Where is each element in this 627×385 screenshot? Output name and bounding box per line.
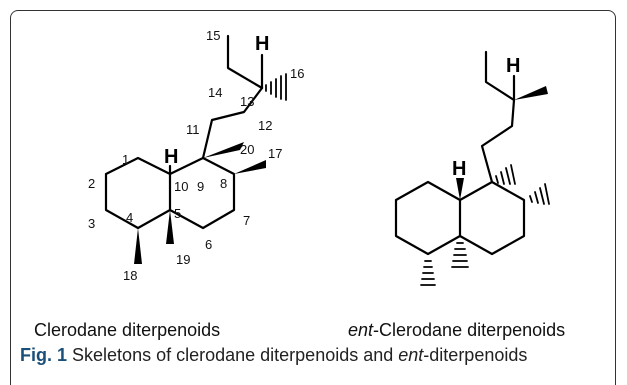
ent-clerodane-name-rest: -Clerodane diterpenoids <box>373 320 566 340</box>
figure: H H 1 2 3 4 5 6 7 8 9 10 11 12 13 14 15 … <box>10 10 616 385</box>
caption-text-after: -diterpenoids <box>423 345 528 365</box>
atom-label-13: 13 <box>240 94 254 109</box>
atom-label-7: 7 <box>243 213 250 228</box>
ent-h10-wedge <box>456 178 464 200</box>
atom-label-16: 16 <box>290 66 304 81</box>
atom-label-5: 5 <box>174 206 181 221</box>
atom-label-15: 15 <box>206 28 220 43</box>
ring-a <box>104 156 172 230</box>
ent-side-chain-c13-c15 <box>484 50 516 102</box>
h10-label: H <box>164 146 178 168</box>
ent-prefix: ent <box>348 320 374 340</box>
atom-label-9: 9 <box>197 179 204 194</box>
clerodane-name-text: Clerodane diterpenoids <box>34 320 221 340</box>
atom-label-18: 18 <box>123 268 137 283</box>
atom-label-11: 11 <box>186 122 200 137</box>
c17-wedge <box>234 160 266 174</box>
atom-label-12: 12 <box>258 118 272 133</box>
figure-frame <box>10 10 616 385</box>
ent-ring-b <box>458 180 526 256</box>
ent-c18-hash <box>420 260 436 286</box>
ent-c16-wedge <box>514 86 548 100</box>
ent-clerodane-name: ent-Clerodane diterpenoids <box>348 320 565 341</box>
ent-c17-hash <box>529 183 550 205</box>
clerodane-name: Clerodane diterpenoids <box>34 320 220 341</box>
ent-c19-hash <box>451 242 469 268</box>
atom-label-1: 1 <box>122 152 129 167</box>
figure-caption: Fig. 1 Skeletons of clerodane diterpenoi… <box>20 345 527 366</box>
atom-label-20: 20 <box>240 142 254 157</box>
c20-wedge <box>203 142 244 158</box>
clerodane-structure: H H 1 2 3 4 5 6 7 8 9 10 11 12 13 14 15 … <box>88 28 304 283</box>
atom-label-3: 3 <box>88 216 95 231</box>
ent-ring-a <box>394 180 462 256</box>
atom-label-10: 10 <box>174 179 188 194</box>
atom-label-8: 8 <box>220 176 227 191</box>
atom-label-2: 2 <box>88 176 95 191</box>
ent-c20-hash <box>495 164 516 185</box>
atom-label-4: 4 <box>126 210 133 225</box>
c16-hash <box>265 73 287 101</box>
caption-text-italic: ent <box>398 345 424 365</box>
ent-side-chain-c9-c13 <box>480 98 516 184</box>
ring-b <box>168 156 236 230</box>
side-chain-c9-c13 <box>201 86 264 160</box>
ent-h10-label: H <box>452 158 466 180</box>
atom-label-17: 17 <box>268 146 282 161</box>
c19-wedge <box>166 210 174 244</box>
atom-label-19: 19 <box>176 252 190 267</box>
figure-label: Fig. 1 <box>20 345 68 365</box>
caption-text-before: Skeletons of clerodane diterpenoids and <box>72 345 399 365</box>
ent-clerodane-structure: H H <box>394 50 550 286</box>
atom-label-14: 14 <box>208 85 222 100</box>
c18-wedge <box>134 228 142 264</box>
h13-label: H <box>255 33 269 55</box>
atom-label-6: 6 <box>205 237 212 252</box>
structure-diagram: H H 1 2 3 4 5 6 7 8 9 10 11 12 13 14 15 … <box>88 28 550 286</box>
ent-h13-label: H <box>506 55 520 77</box>
side-chain-c13-c15 <box>226 34 264 90</box>
